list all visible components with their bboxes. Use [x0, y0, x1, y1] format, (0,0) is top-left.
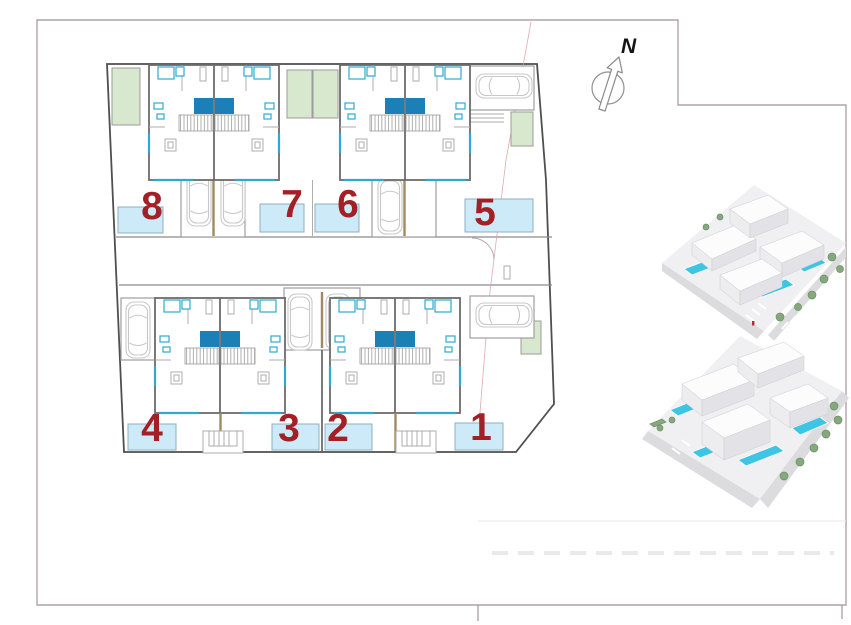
carport-unit-4 [120, 297, 156, 361]
entrance-porch [395, 430, 437, 454]
car-icon [377, 177, 403, 235]
pool-unit-2 [324, 423, 373, 451]
duplex-block-units-6-5 [338, 63, 472, 182]
unit-number-8: 8 [141, 185, 163, 228]
unit-1-carport [469, 295, 535, 339]
render-roads [662, 185, 846, 341]
gate-post [503, 265, 511, 280]
gate-arc [471, 237, 495, 261]
north-label: N [621, 35, 637, 58]
aerial-render-bottom [642, 336, 849, 508]
pool-unit-1 [454, 422, 504, 451]
render-person [752, 321, 755, 326]
unit-number-2: 2 [327, 407, 349, 450]
unit-number-3: 3 [278, 407, 300, 450]
car-icon [475, 302, 533, 328]
garden-patch [286, 69, 313, 119]
duplex-block-units-8-7 [147, 63, 281, 182]
garden-patch [312, 69, 339, 119]
unit-number-5: 5 [474, 191, 496, 234]
entrance-porch [202, 430, 244, 454]
unit-5-carport [467, 65, 535, 123]
pool-unit-7 [259, 203, 305, 233]
pool-unit-4 [127, 423, 177, 451]
garden-patch [510, 111, 534, 147]
sheet-border [36, 19, 847, 606]
unit-number-1: 1 [470, 406, 492, 449]
pool-unit-5 [464, 198, 534, 233]
car-icon [287, 293, 313, 351]
unit-number-7: 7 [281, 183, 303, 226]
unit-number-4: 4 [141, 407, 163, 450]
car-icon [475, 73, 533, 99]
unit-number-6: 6 [337, 183, 359, 226]
render-trees [649, 401, 843, 481]
north-arrow: N [591, 35, 637, 112]
pool-unit-3 [271, 423, 320, 451]
compass-circle [591, 71, 625, 105]
aerial-render-top [662, 185, 846, 341]
render-buildings [691, 194, 825, 306]
car-icon [125, 301, 151, 359]
duplex-block-units-2-1 [328, 296, 462, 415]
pool-unit-8 [117, 206, 164, 234]
north-arrow-icon [598, 56, 623, 112]
pool-unit-6 [314, 203, 360, 233]
render-trees [702, 213, 844, 322]
render-buildings [681, 341, 829, 461]
garden-patch [111, 67, 141, 126]
duplex-block-units-4-3 [153, 296, 287, 415]
